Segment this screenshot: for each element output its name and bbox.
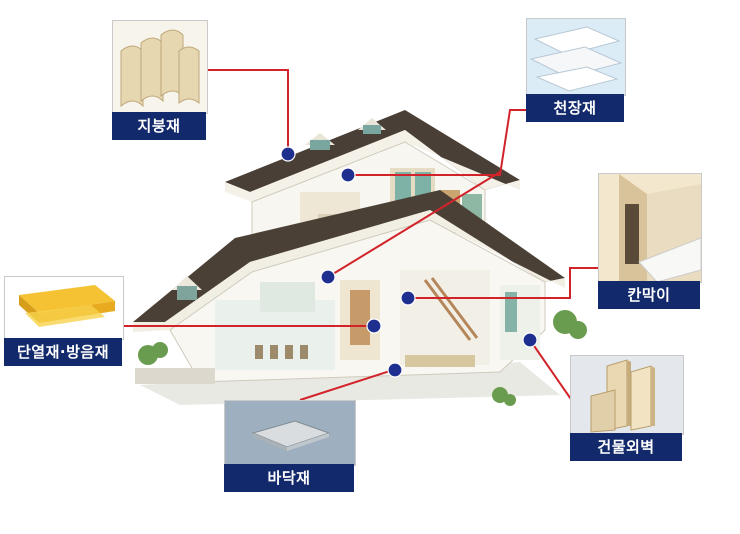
exterior-wall-material-image — [570, 355, 684, 435]
flooring-label: 바닥재 — [224, 464, 354, 492]
main-roof — [133, 190, 565, 332]
insulation-label: 단열재·방음재 — [4, 338, 122, 366]
upper-roof — [225, 110, 520, 202]
insulation-material-image — [4, 276, 124, 340]
roofing-material-image — [112, 20, 208, 114]
lower-walls — [169, 219, 546, 383]
ceiling-material-image — [526, 18, 626, 96]
leader-lines — [122, 69, 620, 406]
exterior-wall-label: 건물외벽 — [570, 433, 682, 461]
roofing-label: 지붕재 — [112, 112, 206, 140]
partition-label: 칸막이 — [598, 281, 700, 309]
partition-material-image — [598, 173, 702, 283]
planter — [135, 368, 215, 384]
ceiling-label: 천장재 — [526, 94, 624, 122]
flooring-material-image — [224, 400, 356, 466]
markers — [280, 146, 538, 378]
plants — [138, 310, 587, 406]
